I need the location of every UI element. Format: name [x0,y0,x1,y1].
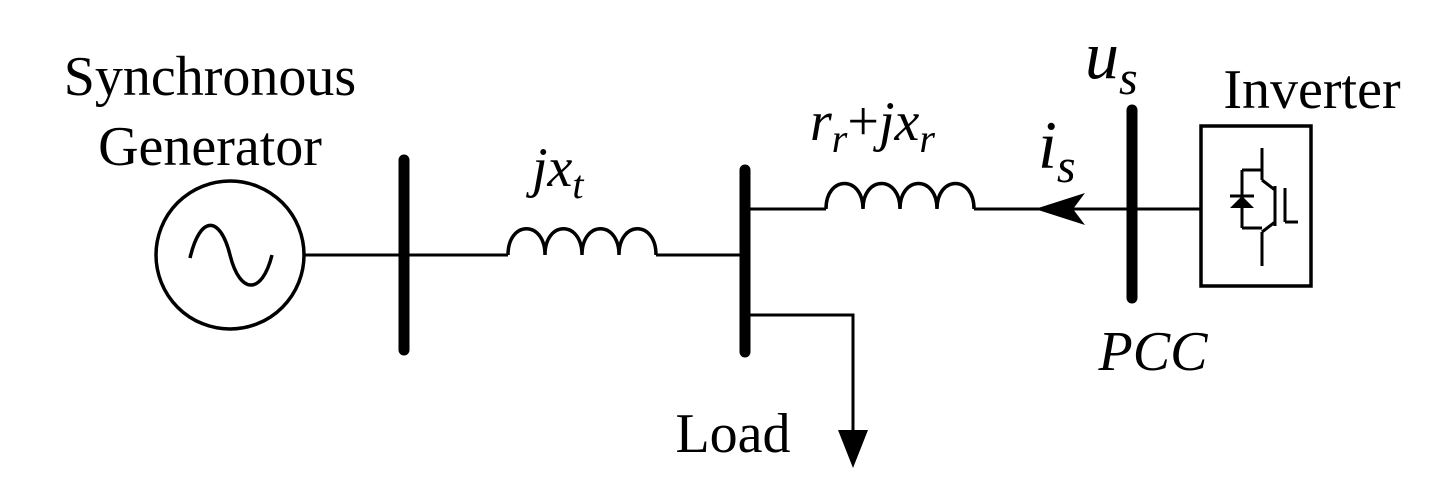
inverter-box [1199,124,1313,288]
current-arrow-icon [1035,193,1085,225]
transformer-inductor [506,227,658,256]
inverter-label: Inverter [1223,59,1401,121]
jxt-label: jxt [526,137,584,207]
load-arrow-icon [838,430,868,468]
generator-label-line2: Generator [98,116,322,178]
rr-jxr-label: rr+jxr [810,91,935,161]
synchronous-generator [154,179,306,331]
diode-triangle [1230,196,1254,208]
is-label: is [1038,107,1076,193]
load-label: Load [675,403,790,465]
us-label: us [1085,17,1138,105]
pcc-label: PCC [1098,321,1209,383]
inverter [1199,124,1313,288]
ac-source-icon [188,223,274,287]
load-branch [745,313,855,440]
line-inductor [824,181,976,210]
generator-label-line1: Synchronous [64,46,356,108]
